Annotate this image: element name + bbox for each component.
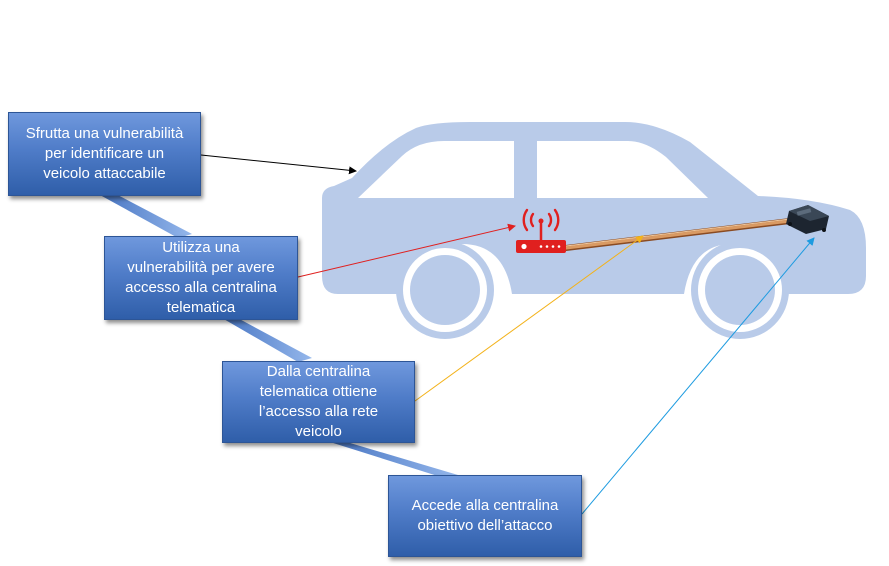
- flow-connectors: [100, 192, 458, 478]
- vehicle-network-cable: [563, 218, 793, 251]
- step-access-vehicle-network-text: Dalla centralina telematica ottiene l’ac…: [258, 363, 379, 440]
- step-access-target-ecu: Accede alla centralina obiettivo dell’at…: [388, 475, 582, 557]
- arrow-to-car: [200, 154, 357, 175]
- arrow-to-network: [414, 235, 644, 402]
- step-identify-vehicle: Sfrutta una vulnerabilità per identifica…: [8, 112, 201, 196]
- wifi-router-icon: [516, 208, 566, 253]
- arrow-to-ecu: [581, 237, 815, 515]
- step-access-telematics-unit: Utilizza una vulnerabilità per avere acc…: [104, 236, 298, 320]
- ecu-module-icon: [786, 205, 829, 234]
- arrow-to-router: [297, 223, 516, 278]
- step-access-target-ecu-text: Accede alla centralina obiettivo dell’at…: [411, 497, 559, 534]
- step-access-telematics-unit-text: Utilizza una vulnerabilità per avere acc…: [125, 239, 277, 316]
- car-silhouette-icon: [322, 122, 866, 339]
- step-identify-vehicle-text: Sfrutta una vulnerabilità per identifica…: [25, 125, 184, 182]
- step-access-vehicle-network: Dalla centralina telematica ottiene l’ac…: [222, 361, 415, 443]
